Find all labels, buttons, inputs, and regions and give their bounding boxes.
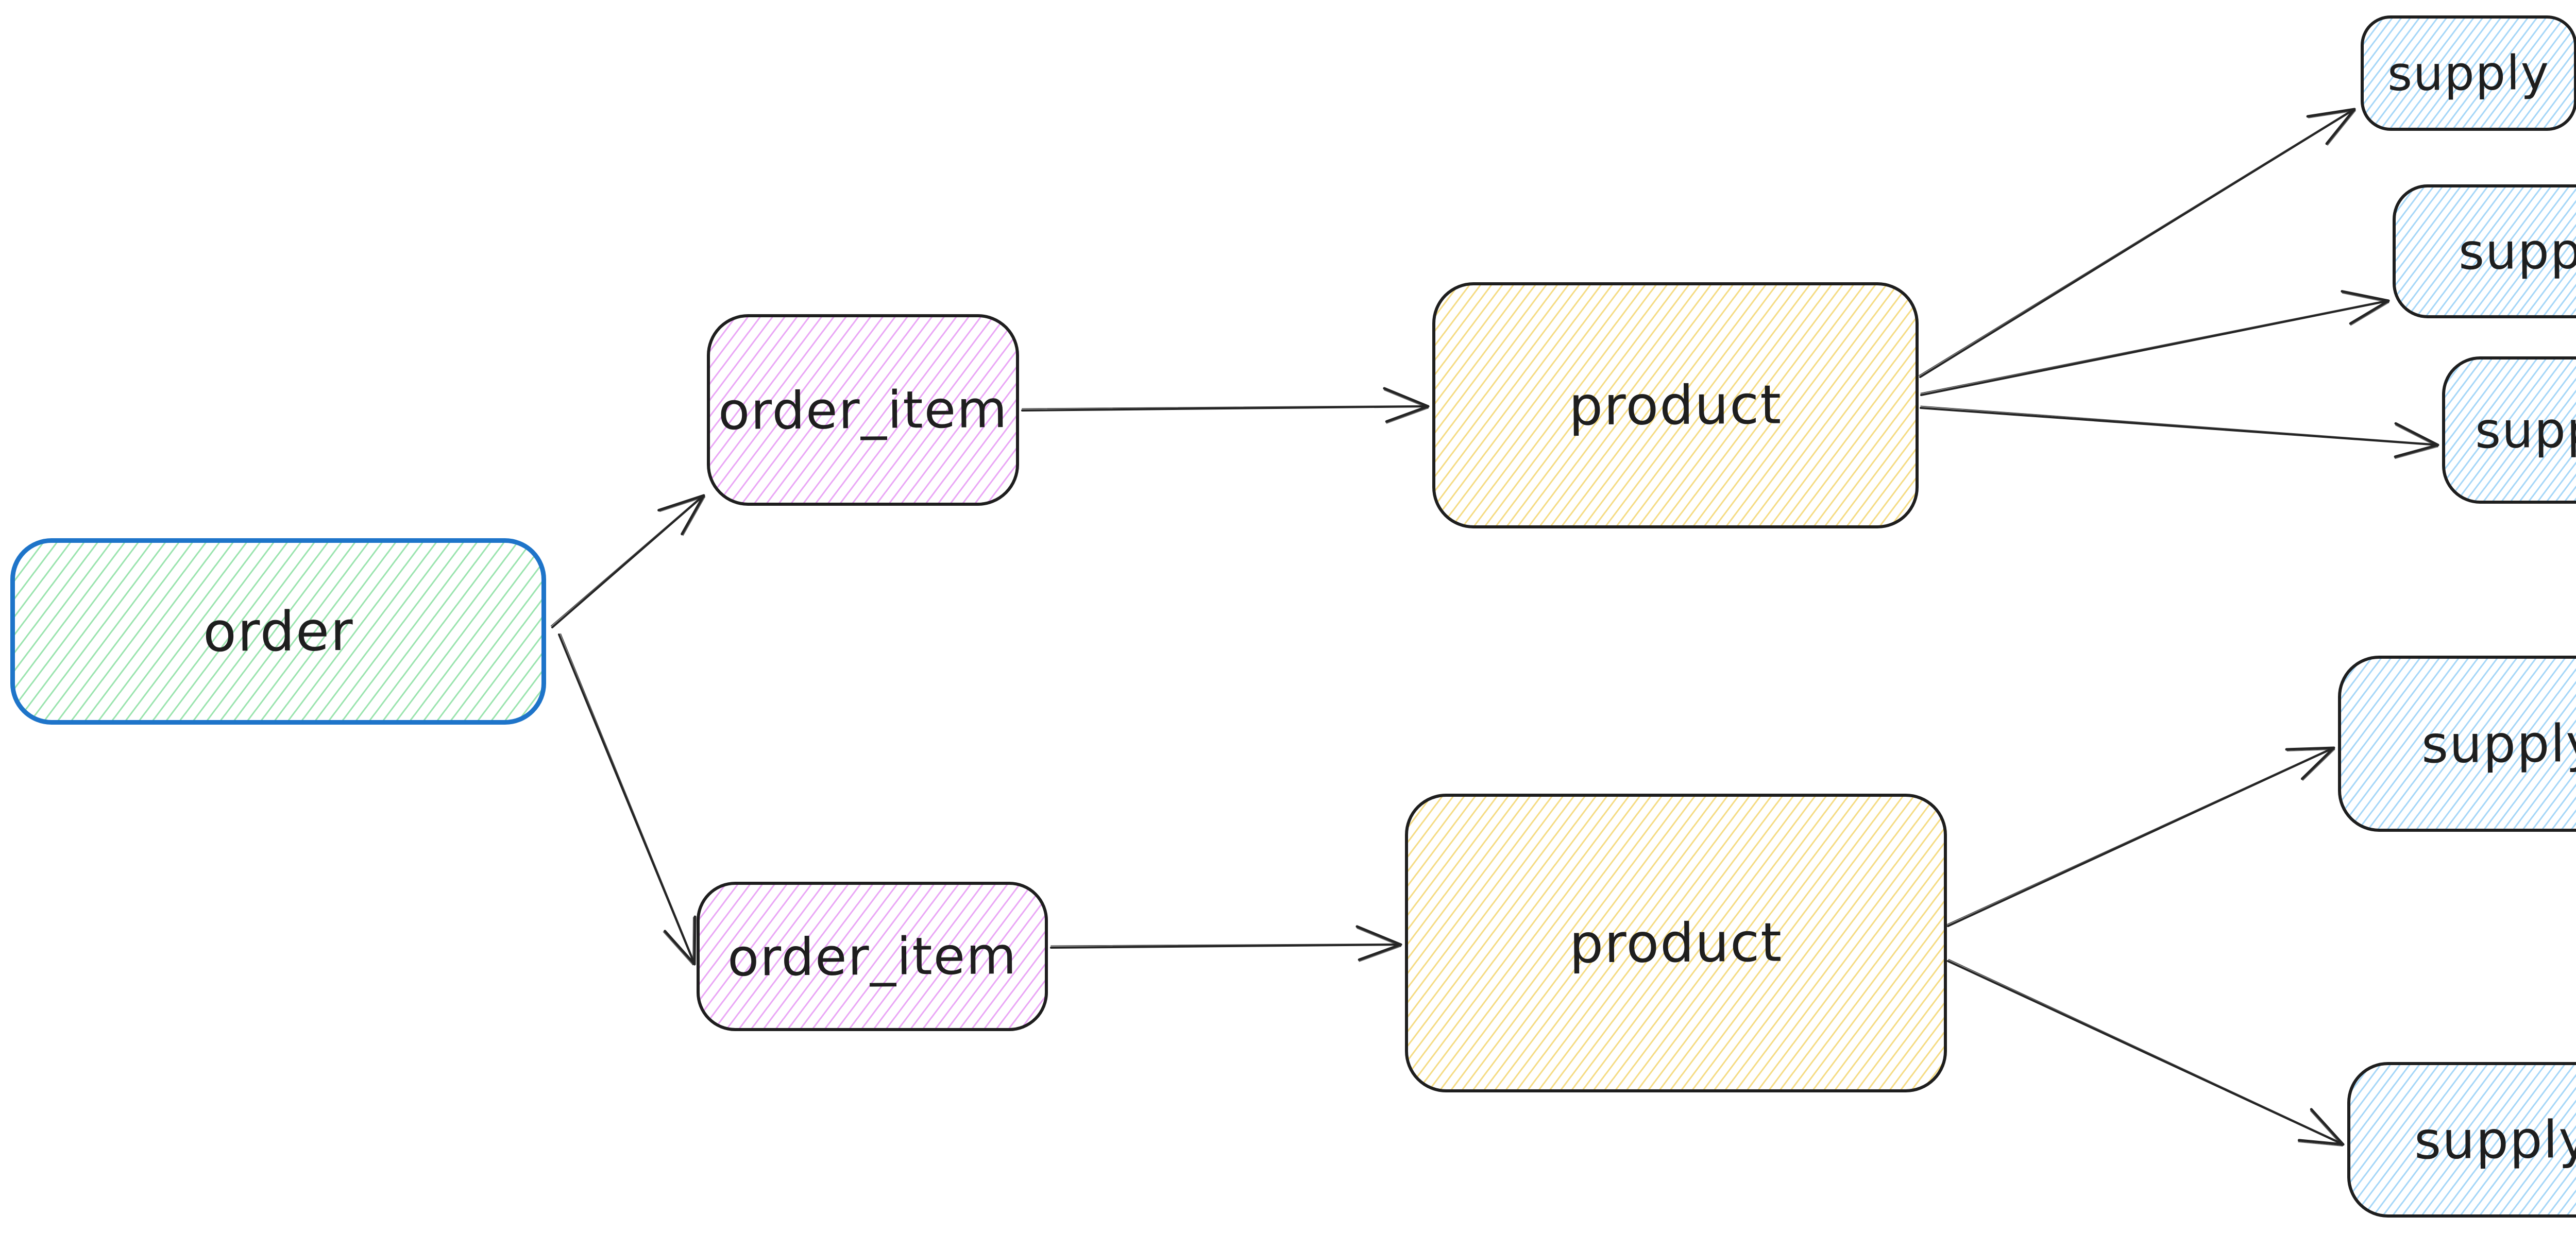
- node-label-supply-4: supply: [2421, 713, 2576, 775]
- node-supply-3[interactable]: supply: [2442, 356, 2576, 504]
- node-label-product-1: product: [1568, 373, 1783, 438]
- node-label-supply-5: supply: [2414, 1109, 2576, 1171]
- arrow-product-2-to-supply-4[interactable]: [1946, 746, 2335, 927]
- arrow-product-1-to-supply-2[interactable]: [1920, 290, 2390, 396]
- node-label-order: order: [202, 599, 354, 664]
- node-supply-4[interactable]: supply: [2338, 656, 2576, 832]
- node-supply-1[interactable]: supply: [2361, 15, 2576, 131]
- arrow-product-2-to-supply-5[interactable]: [1947, 958, 2345, 1146]
- node-label-supply-2: supply: [2459, 221, 2576, 281]
- node-order-item-1[interactable]: order_item: [707, 314, 1019, 506]
- node-label-product-2: product: [1569, 911, 1783, 975]
- arrow-order-item-2-to-product-2[interactable]: [1050, 925, 1402, 962]
- node-label-order-item-1: order_item: [718, 379, 1008, 441]
- node-label-supply-3: supply: [2475, 400, 2576, 460]
- node-product-1[interactable]: product: [1432, 282, 1919, 528]
- node-label-supply-1: supply: [2387, 45, 2550, 101]
- node-label-order-item-2: order_item: [727, 925, 1018, 988]
- node-product-2[interactable]: product: [1405, 794, 1947, 1092]
- arrow-order-to-order-item-2[interactable]: [558, 633, 697, 966]
- node-order[interactable]: order: [10, 538, 546, 725]
- arrow-product-1-to-supply-1[interactable]: [1919, 108, 2356, 378]
- arrow-order-to-order-item-1[interactable]: [550, 494, 706, 628]
- arrow-product-1-to-supply-3[interactable]: [1920, 405, 2439, 459]
- node-supply-2[interactable]: supply: [2393, 184, 2576, 318]
- node-order-item-2[interactable]: order_item: [697, 882, 1048, 1031]
- arrow-order-item-1-to-product-1[interactable]: [1021, 387, 1430, 424]
- node-supply-5[interactable]: supply: [2347, 1062, 2576, 1218]
